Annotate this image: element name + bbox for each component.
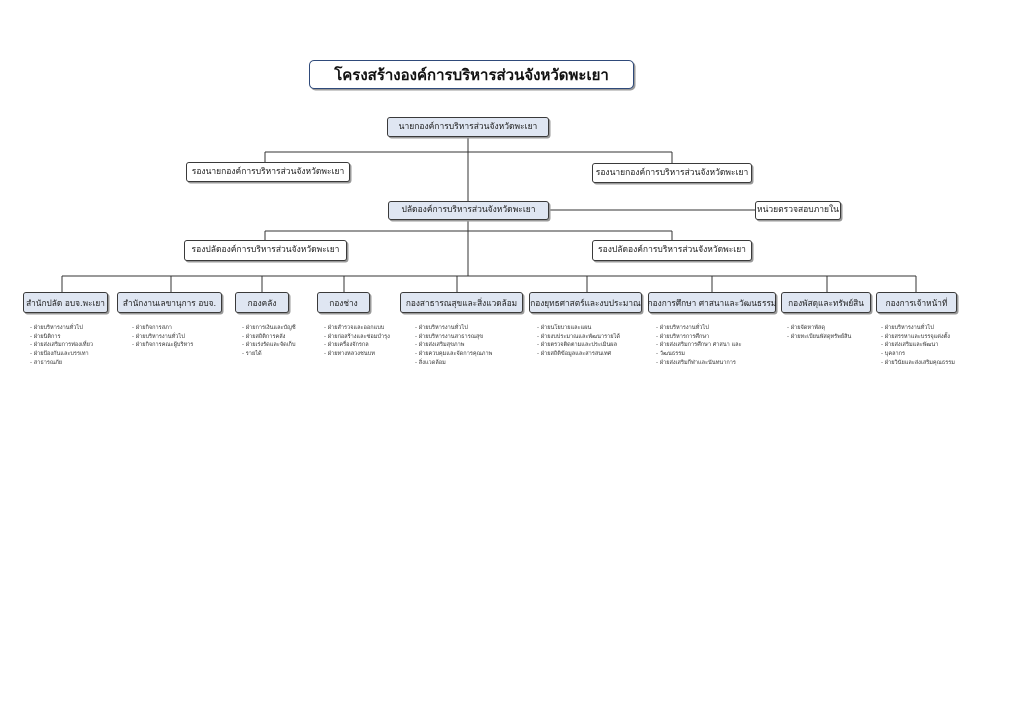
deputy-mayor-box-left: รองนายกองค์การบริหารส่วนจังหวัดพะเยา <box>186 162 350 182</box>
division-list: ฝ่ายบริหารงานทั่วไป ฝ่ายบริหารการศึกษา ฝ… <box>656 324 742 368</box>
division-item: ฝ่ายส่งเสริมการศึกษา ศาสนา และ <box>656 341 742 350</box>
division-item: ฝ่ายบริหารงานทั่วไป <box>415 324 492 333</box>
department-box: กองการเจ้าหน้าที่ <box>876 292 957 313</box>
department-box: กองช่าง <box>317 292 370 313</box>
division-item: ฝ่ายสรรหาและบรรจุแต่งตั้ง <box>881 333 955 342</box>
deputy-mayor-box-right: รองนายกองค์การบริหารส่วนจังหวัดพะเยา <box>592 163 752 183</box>
permanent-secretary-box: ปลัดองค์การบริหารส่วนจังหวัดพะเยา <box>388 201 549 220</box>
division-item: ฝ่ายทางหลวงชนบท <box>324 350 390 359</box>
division-list: ฝ่ายบริหารงานทั่วไป ฝ่ายนิติการ ฝ่ายส่งเ… <box>30 324 93 368</box>
division-item: ฝ่ายบริหารการศึกษา <box>656 333 742 342</box>
department-box: กองพัสดุและทรัพย์สิน <box>781 292 871 313</box>
division-list: ฝ่ายสำรวจและออกแบบ ฝ่ายก่อสร้างและซ่อมบำ… <box>324 324 390 359</box>
division-item: ฝ่ายบริหารงานสาธารณสุข <box>415 333 492 342</box>
department-box: สำนักงานเลขานุการ อบจ. <box>117 292 222 313</box>
division-item: ฝ่ายเครื่องจักรกล <box>324 341 390 350</box>
internal-audit-box: หน่วยตรวจสอบภายใน <box>755 201 841 220</box>
page-title: โครงสร้างองค์การบริหารส่วนจังหวัดพะเยา <box>309 60 634 89</box>
division-item: วัฒนธรรม <box>656 350 742 359</box>
division-item: ฝ่ายการเงินและบัญชี <box>242 324 296 333</box>
division-item: ฝ่ายบริหารงานทั่วไป <box>30 324 93 333</box>
division-item: ฝ่ายส่งเสริมและพัฒนา <box>881 341 955 350</box>
deputy-secretary-box-left: รองปลัดองค์การบริหารส่วนจังหวัดพะเยา <box>184 240 347 261</box>
division-item: ฝ่ายสำรวจและออกแบบ <box>324 324 390 333</box>
deputy-secretary-box-right: รองปลัดองค์การบริหารส่วนจังหวัดพะเยา <box>592 240 752 261</box>
division-item: ฝ่ายสถิติข้อมูลและสารสนเทศ <box>537 350 620 359</box>
division-list: ฝ่ายการเงินและบัญชี ฝ่ายสถิติการคลัง ฝ่า… <box>242 324 296 359</box>
division-item: ฝ่ายป้องกันและบรรเทา <box>30 350 93 359</box>
department-box: กองยุทธศาสตร์และงบประมาณ <box>529 292 642 313</box>
division-item: ฝ่ายก่อสร้างและซ่อมบำรุง <box>324 333 390 342</box>
division-item: ฝ่ายจัดหาพัสดุ <box>787 324 851 333</box>
department-box: สำนักปลัด อบจ.พะเยา <box>23 292 108 313</box>
chief-executive-box: นายกองค์การบริหารส่วนจังหวัดพะเยา <box>387 117 549 137</box>
division-item: สิ่งแวดล้อม <box>415 359 492 368</box>
division-item: ฝ่ายกิจการสภา <box>132 324 193 333</box>
division-list: ฝ่ายนโยบายและแผน ฝ่ายงบประมาณและพัฒนาราย… <box>537 324 620 359</box>
division-item: ฝ่ายตรวจติดตามและประเมินผล <box>537 341 620 350</box>
department-box: กองคลัง <box>235 292 289 313</box>
division-item: ฝ่ายวินัยและส่งเสริมคุณธรรม <box>881 359 955 368</box>
division-item: ฝ่ายทะเบียนพัสดุทรัพย์สิน <box>787 333 852 342</box>
division-item: ฝ่ายสถิติการคลัง <box>242 333 296 342</box>
division-item: ฝ่ายส่งเสริมสุขภาพ <box>415 341 492 350</box>
division-item: ฝ่ายเร่งรัดและจัดเก็บ <box>242 341 296 350</box>
division-item: ฝ่ายบริหารงานทั่วไป <box>656 324 742 333</box>
division-list: ฝ่ายบริหารงานทั่วไป ฝ่ายบริหารงานสาธารณส… <box>415 324 493 368</box>
division-list: ฝ่ายกิจการสภา ฝ่ายบริหารงานทั่วไป ฝ่ายกิ… <box>132 324 194 350</box>
division-item: ฝ่ายนโยบายและแผน <box>537 324 620 333</box>
division-item: ฝ่ายกิจการคณะผู้บริหาร <box>132 341 194 350</box>
division-item: ฝ่ายควบคุมและจัดการคุณภาพ <box>415 350 493 359</box>
division-item: ฝ่ายบริหารงานทั่วไป <box>132 333 193 342</box>
division-list: ฝ่ายบริหารงานทั่วไป ฝ่ายสรรหาและบรรจุแต่… <box>881 324 955 368</box>
division-item: ฝ่ายส่งเสริมการท่องเที่ยว <box>30 341 93 350</box>
division-item: รายได้ <box>242 350 296 359</box>
division-item: สาธารณภัย <box>30 359 93 368</box>
division-item: บุคลากร <box>881 350 955 359</box>
division-list: ฝ่ายจัดหาพัสดุ ฝ่ายทะเบียนพัสดุทรัพย์สิน <box>787 324 852 342</box>
department-box: กองการศึกษา ศาสนาและวัฒนธรรม <box>648 292 776 313</box>
division-item: ฝ่ายบริหารงานทั่วไป <box>881 324 955 333</box>
division-item: ฝ่ายส่งเสริมกีฬาและนันทนาการ <box>656 359 742 368</box>
department-box: กองสาธารณสุขและสิ่งแวดล้อม <box>400 292 523 313</box>
division-item: ฝ่ายนิติการ <box>30 333 93 342</box>
division-item: ฝ่ายงบประมาณและพัฒนารายได้ <box>537 333 620 342</box>
